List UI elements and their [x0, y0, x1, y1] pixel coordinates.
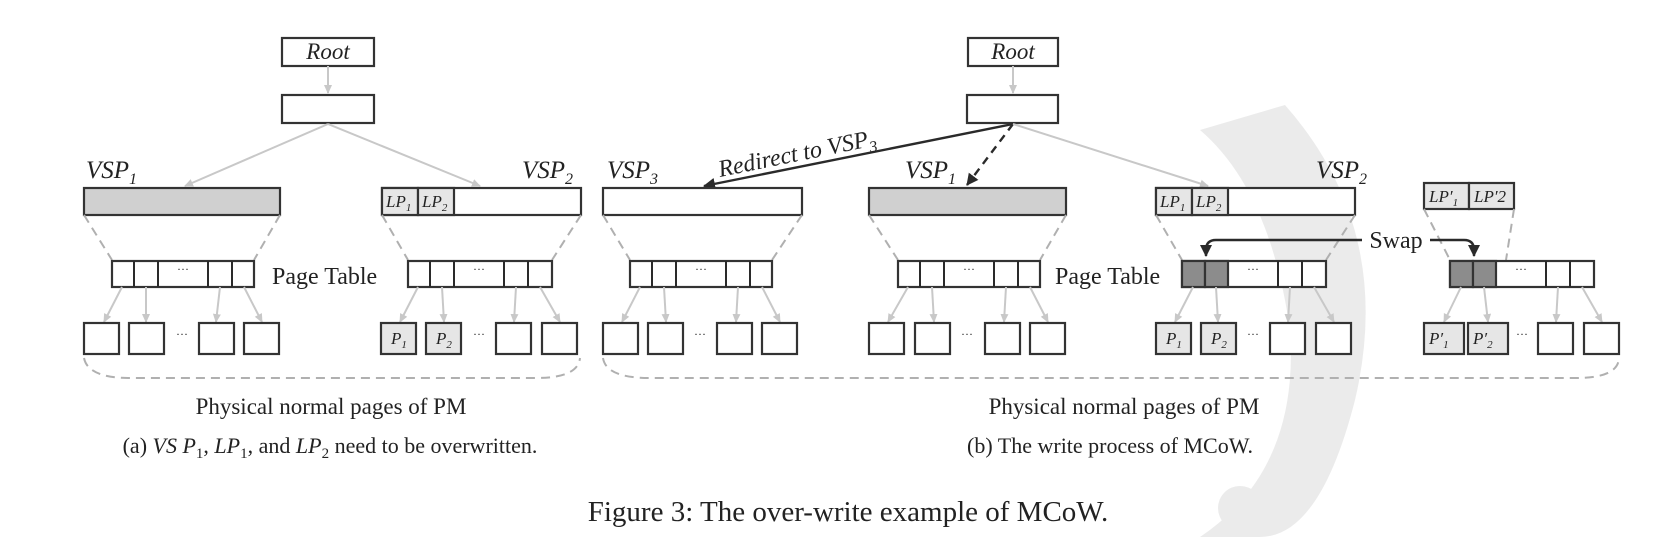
vsp2-label-b: VSP2	[1316, 157, 1367, 188]
pp1-page-b	[1422, 321, 1466, 356]
lp1-cell-a	[380, 186, 420, 217]
page-arrows-a	[103, 286, 561, 323]
expand-vsp1-a	[83, 214, 281, 261]
panel-a: Root VSP1 VSP2 LP1 LP2 ··· Page Table	[82, 36, 583, 462]
branch-vsp2-b	[1012, 123, 1209, 188]
old-link-dashed	[966, 123, 1014, 186]
root-box-b	[966, 36, 1060, 68]
page-table-1-b: ···	[896, 259, 1042, 289]
pp2-page-b	[1466, 321, 1510, 356]
p2-page-a	[424, 321, 463, 356]
physical-pages-b	[601, 321, 1621, 356]
brace-a	[83, 357, 581, 379]
p1-label-a: P1	[390, 329, 407, 351]
lp2-cell-a	[416, 186, 456, 217]
ellipsis-pt1-a: ···	[177, 262, 189, 276]
p2-page-b	[1199, 321, 1238, 356]
figure-caption: Figure 3: The over-write example of MCoW…	[588, 496, 1109, 528]
root-box-a	[280, 36, 376, 68]
expand-vsp1-b	[868, 214, 1067, 261]
ellipsis-pages1-b: ···	[961, 327, 973, 341]
ellipsis-pages1-a: ···	[176, 327, 188, 341]
p2-label-b: P2	[1210, 329, 1227, 351]
vsp1-box-a	[82, 186, 282, 217]
ellipsis-pages2-b: ···	[1247, 327, 1259, 341]
lp1-label-b: LP1	[1159, 192, 1185, 214]
lpp1-label-b: LP′1	[1428, 187, 1458, 209]
lpp2-label-b: LP′2	[1473, 187, 1507, 206]
p1-page-a	[379, 321, 418, 356]
vsp1-label-b: VSP1	[905, 157, 956, 188]
p2-label-a: P2	[435, 329, 452, 351]
root-label-b: Root	[990, 39, 1035, 64]
ellipsis-pt3-b: ···	[695, 262, 707, 276]
lp2-label-b: LP2	[1195, 192, 1222, 214]
swap-arrow	[1200, 238, 1362, 257]
page-table-1-a: ···	[110, 259, 256, 289]
page-table-2-a: ···	[406, 259, 554, 289]
ellipsis-ptp-b: ···	[1515, 262, 1527, 276]
vsp3-box-b	[601, 186, 804, 217]
ellipsis-pt2-a: ···	[473, 262, 485, 276]
lpp2-cell-b	[1467, 181, 1516, 211]
root-node-a	[280, 93, 376, 125]
page-table-3-b: ···	[628, 259, 774, 289]
ellipsis-pagesp-b: ···	[1516, 327, 1528, 341]
brace-b	[602, 357, 1620, 379]
p1-label-b: P1	[1165, 329, 1182, 351]
pp2-label-b: P′2	[1472, 329, 1493, 351]
swap-arrow-right	[1430, 238, 1480, 257]
vsp2-label-a: VSP2	[522, 157, 573, 188]
ellipsis-pt1-b: ···	[963, 262, 975, 276]
branch-vsp2-a	[327, 123, 481, 187]
page-arrows-b	[621, 286, 1603, 323]
pp1-label-b: P′1	[1428, 329, 1449, 351]
physical-pages-a	[82, 321, 579, 356]
expand-vsp2-a	[381, 214, 582, 261]
root-label-a: Root	[305, 39, 350, 64]
page-table-label-a: Page Table	[272, 264, 377, 290]
phys-label-a: Physical normal pages of PM	[196, 394, 467, 419]
ellipsis-pages3-b: ···	[694, 327, 706, 341]
lp2-cell-b	[1190, 186, 1230, 217]
expand-lpp-b	[1423, 208, 1515, 261]
phys-label-b: Physical normal pages of PM	[989, 394, 1260, 419]
caption-b: (b) The write process of MCoW.	[967, 433, 1253, 458]
p1-page-b	[1154, 321, 1193, 356]
lpp1-cell-b	[1422, 181, 1471, 211]
panel-b: Root Redirect to VSP3 VSP3 VSP1 VSP2 LP1…	[601, 36, 1621, 458]
lp1-label-a: LP1	[385, 192, 411, 214]
redirect-arrow	[703, 122, 1014, 190]
ellipsis-pages2-a: ···	[473, 327, 485, 341]
vsp3-label-b: VSP3	[607, 157, 658, 188]
expand-vsp3-b	[602, 214, 803, 261]
swap-label: Swap	[1369, 228, 1422, 254]
caption-a: (a) VS P1, LP1, and LP2 need to be overw…	[123, 433, 538, 462]
page-table-prime-b: ···	[1448, 259, 1596, 289]
branch-vsp1-a	[184, 123, 329, 187]
ellipsis-pt2-b: ···	[1247, 262, 1259, 276]
lp2-label-a: LP2	[421, 192, 448, 214]
page-table-2-b: ···	[1180, 259, 1328, 289]
page-table-label-b: Page Table	[1055, 264, 1160, 290]
expand-vsp2-b	[1155, 214, 1356, 261]
root-node-b	[965, 93, 1060, 125]
vsp1-box-b	[867, 186, 1068, 217]
vsp1-label-a: VSP1	[86, 157, 137, 188]
